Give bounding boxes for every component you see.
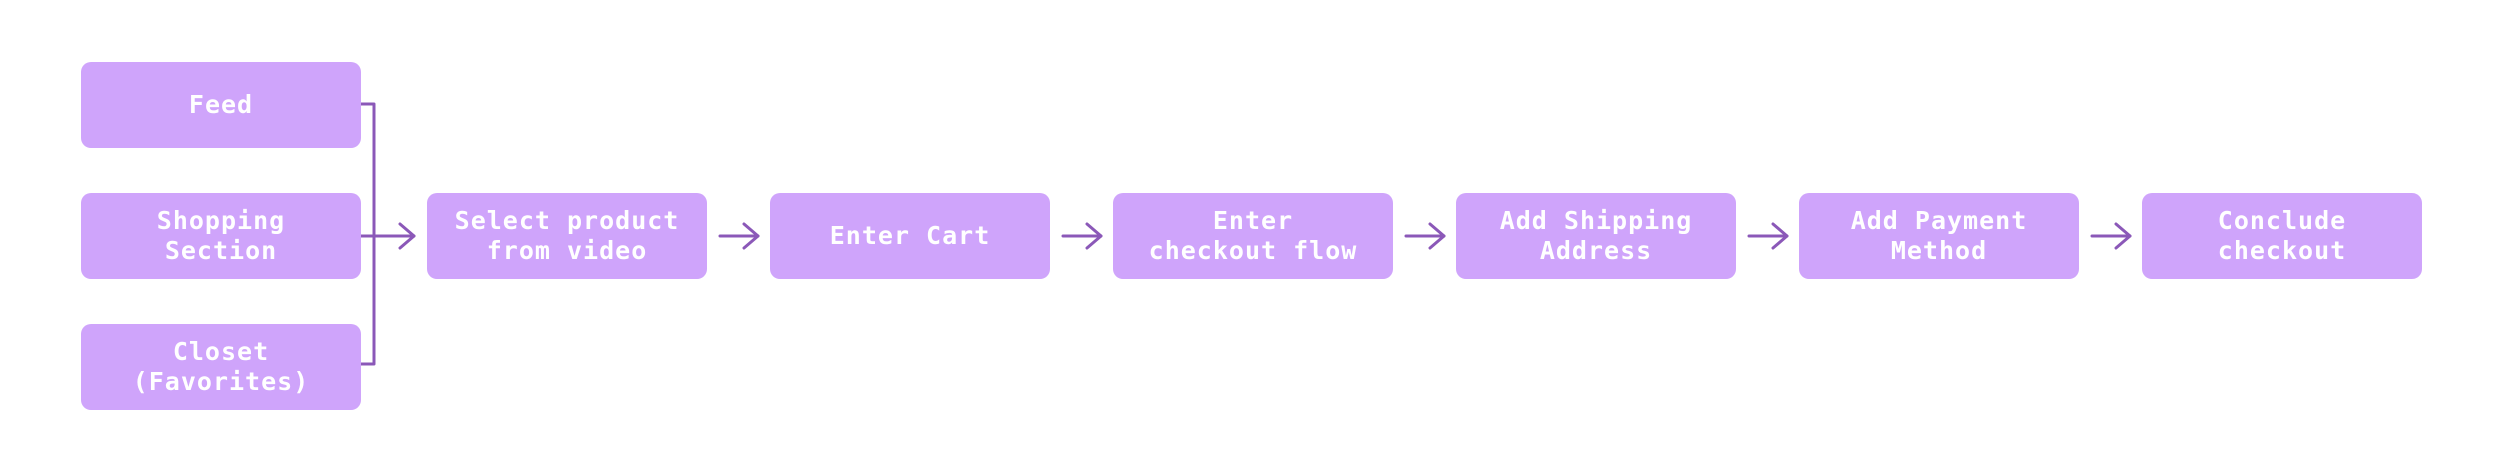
add-shipping-label: Add Shipping Address (1499, 206, 1693, 265)
source-bracket-connector (358, 102, 376, 366)
shopping-section-node: Shopping Section (81, 193, 361, 279)
add-payment-node: Add Payment Method (1799, 193, 2079, 279)
shopping-section-label: Shopping Section (156, 206, 286, 265)
select-product-node: Select product from video (427, 193, 707, 279)
feed-node: Feed (81, 62, 361, 148)
add-shipping-node: Add Shipping Address (1456, 193, 1736, 279)
enter-checkout-node: Enter checkout flow (1113, 193, 1393, 279)
arrow-to-enter-cart-head (742, 222, 760, 250)
arrow-to-enter-checkout-head (1085, 222, 1103, 250)
select-product-label: Select product from video (454, 206, 680, 265)
arrow-to-add-shipping-head (1428, 222, 1446, 250)
add-payment-label: Add Payment Method (1850, 206, 2028, 265)
arrow-to-select-product-head (398, 222, 416, 250)
feed-label: Feed (188, 90, 254, 119)
conclude-checkout-label: Conclude checkout (2217, 206, 2347, 265)
enter-checkout-label: Enter checkout flow (1148, 206, 1358, 265)
arrow-to-add-payment-head (1771, 222, 1789, 250)
conclude-checkout-node: Conclude checkout (2142, 193, 2422, 279)
enter-cart-node: Enter Cart (770, 193, 1050, 279)
closet-node: Closet (Favorites) (81, 324, 361, 410)
arrow-to-conclude-checkout-head (2114, 222, 2132, 250)
enter-cart-label: Enter Cart (829, 221, 991, 250)
closet-label: Closet (Favorites) (132, 337, 310, 396)
